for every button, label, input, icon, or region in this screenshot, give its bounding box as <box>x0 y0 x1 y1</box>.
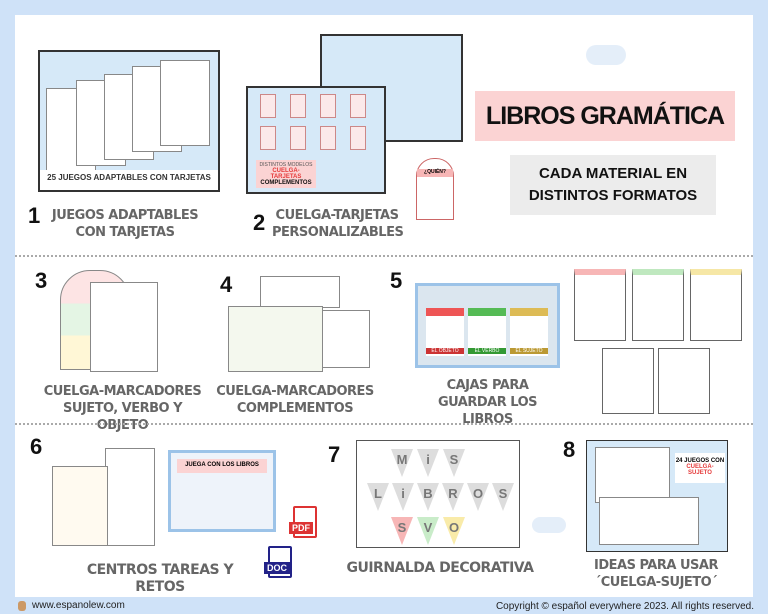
item-number: 8 <box>563 437 576 462</box>
thumb-juegos-adaptables: 25 JUEGOS ADAPTABLES CON TARJETAS <box>38 50 220 192</box>
item-caption: GUIRNALDA DECORATIVA <box>346 560 534 576</box>
thumb-tareas <box>105 448 155 546</box>
thumb-text: JUEGA CON LOS LIBROS <box>185 462 259 468</box>
box-label: EL OBJETO <box>426 348 464 354</box>
doc-file-icon: DOC <box>264 546 292 578</box>
item-caption: CUELGA-MARCADORES SUJETO, VERBO Y OBJETO <box>43 384 202 433</box>
item-caption: JUEGOS ADAPTABLES CON TARJETAS <box>51 208 199 240</box>
banner-letter: M <box>396 452 408 467</box>
banner-flag <box>392 483 414 511</box>
banner-letter: O <box>472 486 484 501</box>
thumb-marcadores-complementos <box>260 276 340 308</box>
thumb-text: 24 JUEGOS CON <box>675 458 725 464</box>
page-title: LIBROS GRAMÁTICA <box>485 102 725 130</box>
thumb-page <box>90 282 158 372</box>
thumb-cuelga-tarjetas: DISTINTOS MODELOS CUELGA-TARJETAS COMPLE… <box>246 86 386 194</box>
item-number: 6 <box>30 434 43 459</box>
item-caption: IDEAS PARA USAR ´CUELGA-SUJETO´ <box>594 558 718 590</box>
thumb-text: CUELGA-TARJETAS <box>270 168 302 180</box>
item-number: 3 <box>35 268 48 293</box>
box-template <box>632 269 684 341</box>
item-caption: CUELGA-TARJETAS PERSONALIZABLES <box>272 208 404 240</box>
banner-flag <box>417 449 439 477</box>
banner-flag <box>467 483 489 511</box>
banner-flag <box>367 483 389 511</box>
box-template <box>574 269 626 341</box>
banner-letter: i <box>426 452 430 467</box>
divider <box>15 423 753 425</box>
cloud-decoration <box>586 45 626 65</box>
banner-letter: S <box>449 452 459 467</box>
item-number: 7 <box>328 442 341 467</box>
banner-flag <box>442 483 464 511</box>
thumb-juega: JUEGA CON LOS LIBROS <box>168 450 276 532</box>
banner-letter: S <box>498 486 508 501</box>
divider <box>15 255 753 257</box>
banner-letter: B <box>423 486 433 501</box>
cloud-decoration <box>532 517 566 533</box>
banner-letter: O <box>448 520 460 535</box>
banner-flag <box>391 517 413 545</box>
banner-letter: L <box>374 486 382 501</box>
item-number: 4 <box>220 272 233 297</box>
item-number: 1 <box>28 203 41 228</box>
photo-cajas: EL OBJETO EL VERBO EL SUJETO <box>415 283 560 368</box>
pdf-file-icon: PDF <box>289 506 317 538</box>
thumb-text: COMPLEMENTOS <box>260 180 312 186</box>
thumb-page <box>322 310 370 368</box>
item-number: 2 <box>253 210 266 235</box>
banner-letter: V <box>423 520 433 535</box>
item-caption: CENTROS TAREAS Y RETOS <box>86 562 234 595</box>
thumb-ideas-cuelga-sujeto: 24 JUEGOS CON CUELGA-SUJETO <box>586 440 728 552</box>
box-label: EL VERBO <box>468 348 506 354</box>
box-template <box>690 269 742 341</box>
banner-flag <box>443 517 465 545</box>
thumb-page <box>228 306 323 372</box>
banner-flag <box>417 517 439 545</box>
subtitle: CADA MATERIAL EN DISTINTOS FORMATOS <box>528 165 698 204</box>
thumb-caption: 25 JUEGOS ADAPTABLES CON TARJETAS <box>47 173 211 182</box>
banner-flag <box>443 449 465 477</box>
banner-flag <box>417 483 439 511</box>
website-link[interactable]: www.espanolew.com <box>32 600 125 611</box>
copyright: Copyright © español everywhere 2023. All… <box>495 601 754 612</box>
box-template <box>602 348 654 414</box>
thumb-text: CUELGA-SUJETO <box>686 464 714 476</box>
banner-flag <box>492 483 514 511</box>
box-label: EL SUJETO <box>510 348 548 354</box>
thumb-page <box>52 466 108 546</box>
banner-letter: R <box>448 486 458 501</box>
subtitle-box <box>510 155 716 215</box>
tag-sample: ¿QUIÉN? <box>416 158 454 220</box>
tag-label: ¿QUIÉN? <box>424 169 446 175</box>
banner-letter: S <box>397 520 407 535</box>
item-caption: CAJAS PARA GUARDAR LOS LIBROS <box>437 378 538 427</box>
box-template <box>658 348 710 414</box>
item-caption: CUELGA-MARCADORES COMPLEMENTOS <box>216 384 374 416</box>
banner-letter: i <box>401 486 405 501</box>
thumb-text: DISTINTOS MODELOS <box>259 162 313 168</box>
title-banner <box>475 91 735 141</box>
logo-icon <box>18 601 26 611</box>
banner-flag <box>391 449 413 477</box>
item-number: 5 <box>390 268 403 293</box>
